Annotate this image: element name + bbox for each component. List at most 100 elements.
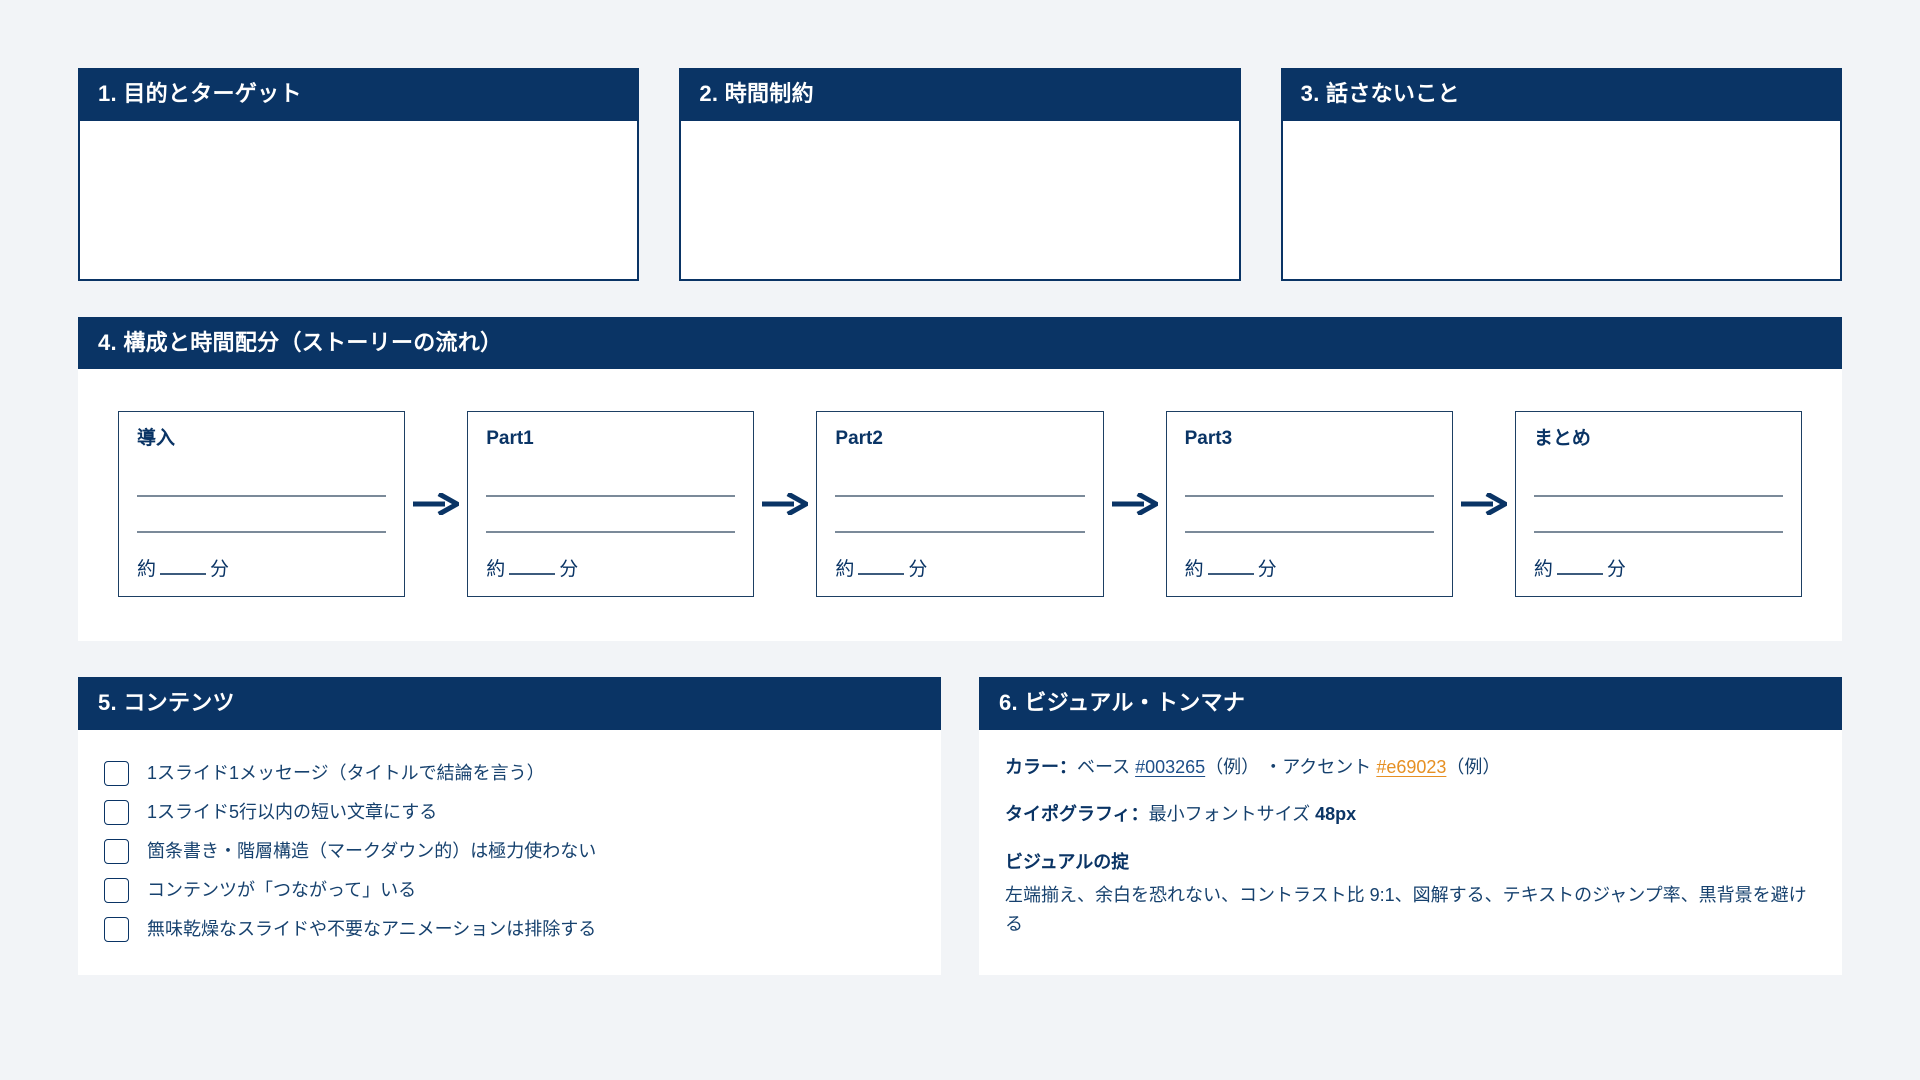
section-3-writing-area[interactable] [1280, 120, 1842, 281]
content-checklist: 1スライド1メッセージ（タイトルで結論を言う） 1スライド5行以内の短い文章にす… [78, 729, 941, 975]
typography-value: 48px [1315, 804, 1357, 825]
minutes-prefix: 約 [1184, 559, 1204, 581]
note-line[interactable] [486, 471, 736, 497]
typography-label: タイポグラフィ： [1005, 804, 1149, 825]
top-row: 1. 目的とターゲット 2. 時間制約 3. 話さないこと [78, 68, 1842, 281]
minutes-blank[interactable] [160, 573, 207, 576]
note-line[interactable] [1184, 471, 1434, 497]
section-3-title: 3. 話さないこと [1280, 68, 1842, 121]
minutes-prefix: 約 [486, 559, 506, 581]
checkbox-icon[interactable] [104, 877, 129, 903]
minutes-suffix: 分 [908, 559, 928, 581]
flow-step-minutes[interactable]: 約分 [137, 559, 386, 582]
typography-spec-row: タイポグラフィ：最小フォントサイズ 48px [1005, 801, 1816, 829]
visual-rules-text: 左端揃え、余白を恐れない、コントラスト比 9:1、図解する、テキストのジャンプ率… [1005, 885, 1807, 935]
flow-step-part1[interactable]: Part1 約分 [467, 411, 755, 597]
minutes-blank[interactable] [858, 573, 905, 576]
flow-step-notes[interactable] [486, 457, 736, 549]
accent-color-prefix: アクセント [1282, 756, 1377, 777]
section-6-title: 6. ビジュアル・トンマナ [979, 677, 1842, 730]
minutes-suffix: 分 [1606, 559, 1626, 581]
checkbox-icon[interactable] [104, 916, 129, 942]
section-card-1: 1. 目的とターゲット [78, 68, 640, 281]
arrow-right-icon [1104, 493, 1166, 515]
checklist-item-label: 箇条書き・階層構造（マークダウン的）は極力使わない [147, 840, 597, 861]
visual-rules-heading: ビジュアルの掟 [1005, 852, 1130, 873]
minutes-blank[interactable] [1556, 573, 1603, 576]
minutes-prefix: 約 [835, 559, 855, 581]
checkbox-icon[interactable] [104, 838, 129, 864]
checklist-item[interactable]: 1スライド1メッセージ（タイトルで結論を言う） [104, 754, 915, 793]
flow-step-notes[interactable] [137, 457, 387, 549]
checkbox-icon[interactable] [104, 799, 129, 825]
section-5-title: 5. コンテンツ [78, 677, 941, 730]
flow-step-minutes[interactable]: 約分 [1185, 559, 1434, 582]
arrow-right-icon [754, 493, 816, 515]
note-line[interactable] [137, 507, 387, 533]
checklist-item[interactable]: 無味乾燥なスライドや不要なアニメーションは排除する [104, 910, 915, 949]
flow-step-summary[interactable]: まとめ 約分 [1514, 411, 1803, 597]
arrow-right-icon [1453, 493, 1515, 515]
minutes-blank[interactable] [1207, 573, 1254, 576]
section-card-6: 6. ビジュアル・トンマナ カラー：ベース #003265（例） ・アクセント … [979, 677, 1842, 975]
checklist-item[interactable]: 箇条書き・階層構造（マークダウン的）は極力使わない [104, 832, 915, 871]
flow-step-label: まとめ [1533, 428, 1591, 449]
flow-step-notes[interactable] [1184, 457, 1434, 549]
note-line[interactable] [137, 471, 387, 497]
checklist-item-label: 1スライド1メッセージ（タイトルで結論を言う） [147, 762, 545, 783]
note-line[interactable] [486, 507, 736, 533]
checklist-item[interactable]: コンテンツが「つながって」いる [104, 871, 915, 910]
flow-step-intro[interactable]: 導入 約分 [118, 411, 406, 597]
note-line[interactable] [1533, 507, 1784, 533]
visual-tone-panel: カラー：ベース #003265（例） ・アクセント #e69023（例） タイポ… [979, 729, 1842, 965]
flow-step-minutes[interactable]: 約分 [1534, 559, 1783, 582]
story-flow-diagram: 導入 約分 Part1 約分 [78, 369, 1842, 641]
note-line[interactable] [1533, 471, 1784, 497]
checklist-item-label: 1スライド5行以内の短い文章にする [147, 801, 438, 822]
section-4-title: 4. 構成と時間配分（ストーリーの流れ） [78, 316, 1842, 369]
bottom-row: 5. コンテンツ 1スライド1メッセージ（タイトルで結論を言う） 1スライド5行… [78, 677, 1842, 975]
section-card-3: 3. 話さないこと [1280, 68, 1842, 281]
accent-color-value[interactable]: #e69023 [1376, 756, 1447, 777]
flow-step-label: Part2 [835, 428, 883, 449]
flow-step-part3[interactable]: Part3 約分 [1165, 411, 1453, 597]
base-color-value[interactable]: #003265 [1135, 756, 1206, 777]
minutes-suffix: 分 [210, 559, 230, 581]
checklist-item-label: 無味乾燥なスライドや不要なアニメーションは排除する [147, 918, 597, 939]
minutes-blank[interactable] [509, 573, 556, 576]
section-2-writing-area[interactable] [679, 120, 1241, 281]
flow-step-notes[interactable] [1533, 457, 1784, 549]
minutes-suffix: 分 [559, 559, 579, 581]
section-2-title: 2. 時間制約 [679, 68, 1241, 121]
color-spec-row: カラー：ベース #003265（例） ・アクセント #e69023（例） [1005, 754, 1816, 782]
flow-step-notes[interactable] [835, 457, 1085, 549]
section-1-title: 1. 目的とターゲット [78, 68, 640, 121]
color-spec-label: カラー： [1005, 756, 1077, 777]
minutes-suffix: 分 [1257, 559, 1277, 581]
base-color-prefix: ベース [1077, 756, 1136, 777]
flow-step-minutes[interactable]: 約分 [835, 559, 1084, 582]
base-color-note: （例） [1205, 756, 1260, 777]
flow-step-label: 導入 [137, 428, 176, 449]
arrow-right-icon [405, 493, 467, 515]
note-line[interactable] [1184, 507, 1434, 533]
minutes-prefix: 約 [1533, 559, 1553, 581]
checklist-item[interactable]: 1スライド5行以内の短い文章にする [104, 793, 915, 832]
note-line[interactable] [835, 507, 1085, 533]
note-line[interactable] [835, 471, 1085, 497]
flow-step-part2[interactable]: Part2 約分 [816, 411, 1104, 597]
checkbox-icon[interactable] [104, 760, 129, 786]
flow-step-label: Part3 [1184, 428, 1233, 449]
flow-step-minutes[interactable]: 約分 [486, 559, 735, 582]
typography-text: 最小フォントサイズ [1148, 804, 1316, 825]
checklist-item-label: コンテンツが「つながって」いる [147, 879, 417, 900]
minutes-prefix: 約 [137, 559, 157, 581]
visual-rules-row: ビジュアルの掟 左端揃え、余白を恐れない、コントラスト比 9:1、図解する、テキ… [1005, 849, 1816, 939]
section-card-5: 5. コンテンツ 1スライド1メッセージ（タイトルで結論を言う） 1スライド5行… [78, 677, 941, 975]
section-1-writing-area[interactable] [78, 120, 640, 281]
color-separator: ・ [1259, 756, 1283, 777]
section-card-4: 4. 構成と時間配分（ストーリーの流れ） 導入 約分 Part1 [78, 316, 1842, 641]
accent-color-note: （例） [1446, 756, 1501, 777]
flow-step-label: Part1 [486, 428, 534, 449]
